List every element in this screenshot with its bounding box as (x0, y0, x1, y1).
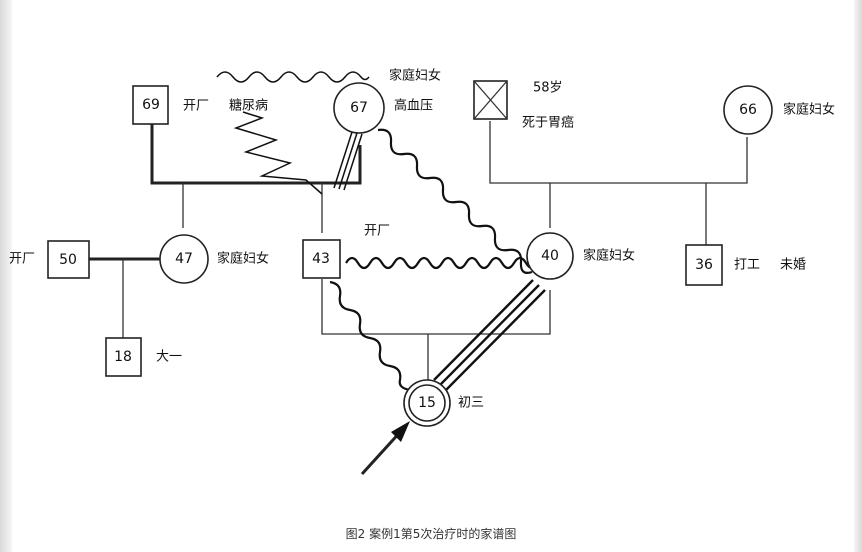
page-edge-right (854, 0, 862, 552)
father-note: 开厂 (364, 224, 390, 239)
maternal-grandmother-age: 66 (739, 102, 757, 118)
page-edge-left (0, 0, 12, 552)
person-maternal-uncle (685, 244, 723, 286)
mother-age: 40 (541, 248, 559, 264)
person-patient-inner-ring (408, 384, 446, 422)
marriage-line-parents (321, 279, 551, 335)
conflict-line-father-patient (329, 280, 411, 392)
close-line-grandmother-father-3 (343, 133, 363, 191)
patient-grade: 初三 (458, 396, 484, 411)
maternal-uncle-occupation: 打工 (734, 258, 760, 273)
conflict-line-top-scribble (216, 71, 370, 83)
patient-arrow-shaft (360, 428, 404, 476)
uncle-age: 50 (59, 252, 77, 268)
aunt-occupation: 家庭妇女 (217, 251, 269, 267)
conflict-line-father-mother (345, 256, 557, 270)
mother-occupation: 家庭妇女 (583, 248, 635, 264)
person-mother (526, 232, 574, 280)
person-paternal-grandfather (132, 85, 169, 125)
maternal-grandfather-death-cause: 死于胃癌 (522, 115, 574, 131)
close-line-grandmother-father-2 (338, 132, 358, 190)
close-line-mother-patient-2 (439, 284, 540, 386)
conflict-line-grandfather-to-father (233, 111, 323, 195)
cousin-age: 18 (114, 349, 132, 365)
paternal-grandmother-age: 67 (350, 100, 368, 116)
paternal-grandfather-illness: 糖尿病 (229, 98, 268, 114)
paternal-grandfather-age: 69 (142, 97, 160, 113)
figure-caption: 图2 案例1第5次治疗时的家谱图 (346, 526, 517, 541)
person-uncle (47, 240, 90, 279)
paternal-grandmother-illness: 高血压 (394, 98, 433, 114)
person-aunt (159, 234, 209, 284)
person-cousin (105, 337, 142, 377)
person-paternal-grandmother (333, 82, 385, 134)
maternal-uncle-status: 未婚 (780, 258, 806, 273)
patient-arrow-head (391, 421, 410, 442)
patient-age: 15 (418, 395, 436, 411)
marriage-line-paternal-grandparents (150, 124, 362, 185)
person-maternal-grandmother (723, 85, 773, 135)
paternal-grandfather-note: 开厂 (183, 99, 209, 114)
uncle-note: 开厂 (9, 252, 35, 267)
maternal-grandmother-occupation: 家庭妇女 (783, 102, 835, 118)
marriage-line-maternal-grandparents (489, 121, 748, 184)
close-line-mother-patient-1 (433, 279, 534, 381)
conflict-line-grandmother-mother (377, 128, 533, 274)
deceased-cross-2 (473, 80, 508, 120)
father-age: 43 (312, 251, 330, 267)
close-line-grandmother-father-1 (333, 131, 353, 189)
aunt-age: 47 (175, 251, 193, 267)
person-father (302, 239, 341, 279)
close-line-mother-patient-3 (445, 289, 546, 391)
cousin-note: 大一 (156, 350, 182, 365)
maternal-grandfather-death-age: 58岁 (533, 81, 563, 96)
paternal-grandmother-occupation: 家庭妇女 (389, 68, 441, 84)
maternal-uncle-age: 36 (695, 257, 713, 273)
